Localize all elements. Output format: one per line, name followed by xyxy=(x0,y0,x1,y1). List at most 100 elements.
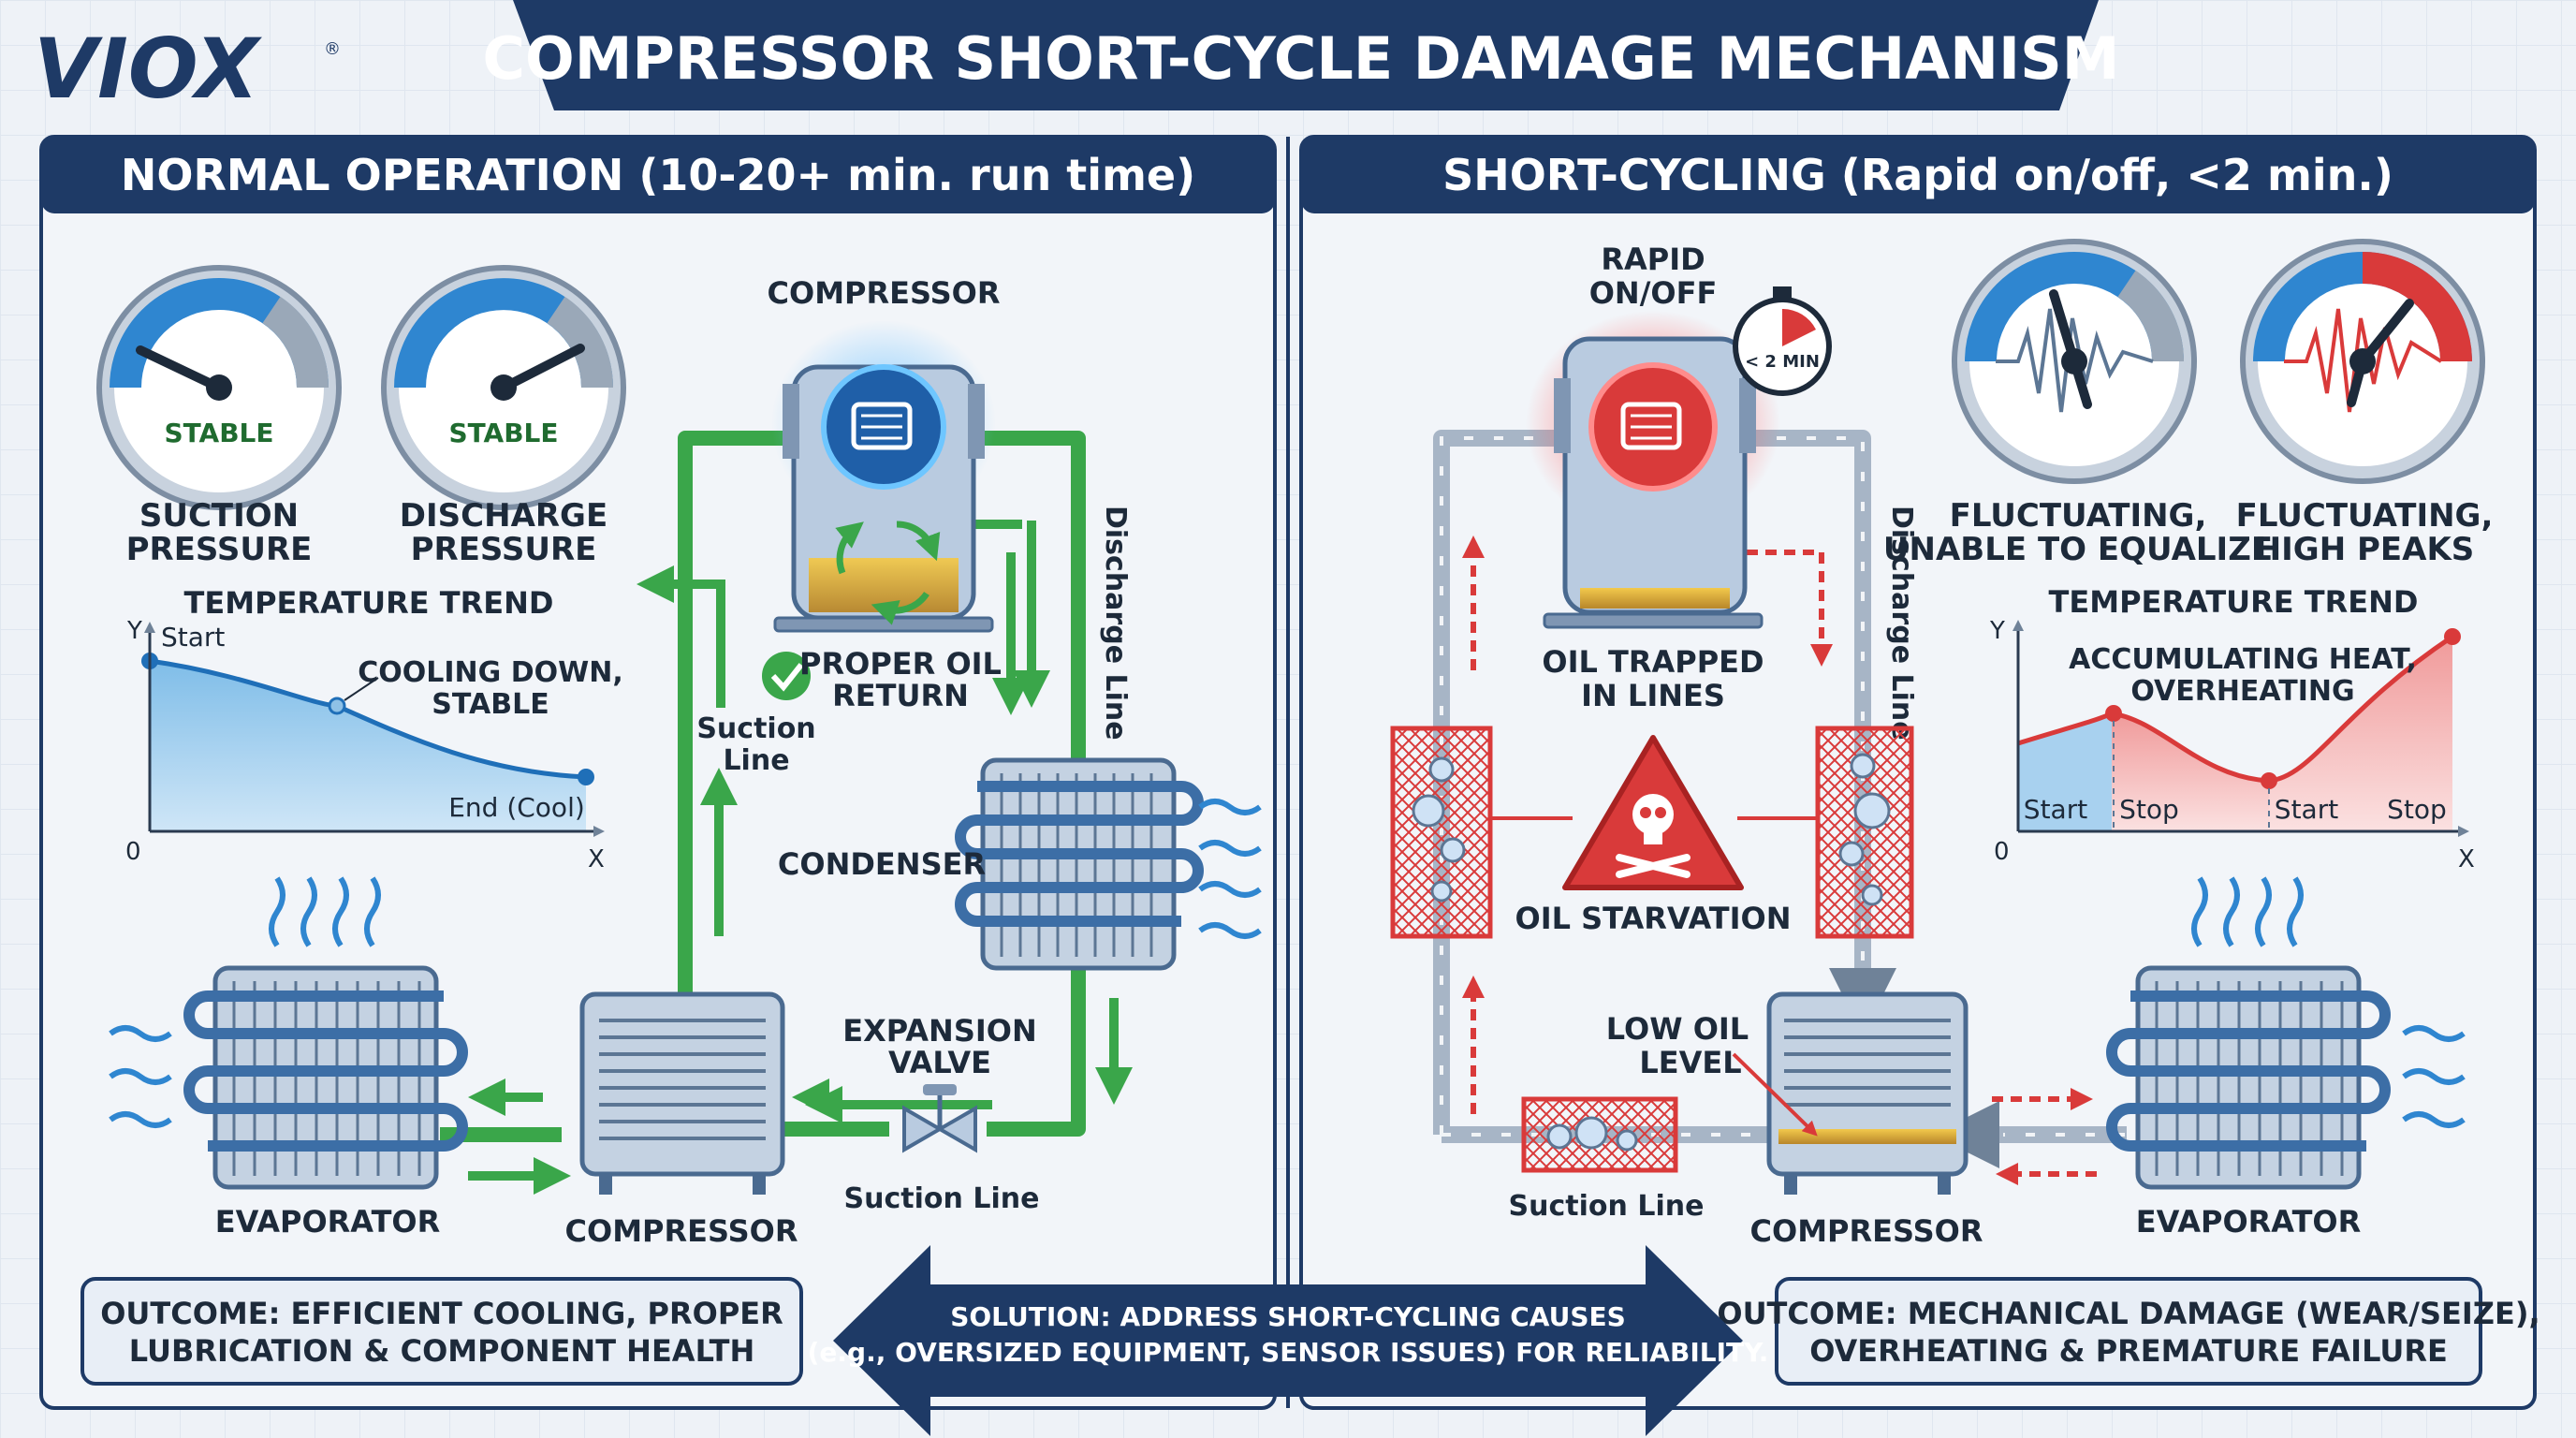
right-trend-x-axis: X xyxy=(2458,845,2475,873)
right-header-bar xyxy=(1301,137,2535,213)
right-evaporator-label: EVAPORATOR xyxy=(2136,1204,2361,1240)
left-trend-y-axis: Y xyxy=(126,617,142,645)
left-compressor-bottom-label: COMPRESSOR xyxy=(565,1213,798,1249)
left-suction-line-bottom-label: Suction Line xyxy=(844,1182,1040,1215)
left-trend-end-point xyxy=(578,769,594,785)
left-trend-area xyxy=(150,661,586,831)
left-outcome-line-1: OUTCOME: EFFICIENT COOLING, PROPER xyxy=(100,1296,783,1331)
right-trend-note-2: OVERHEATING xyxy=(2130,675,2354,708)
left-trend-start: Start xyxy=(161,622,225,653)
right-suction-line-label: Suction Line xyxy=(1509,1190,1705,1223)
low-oil-label-2: LEVEL xyxy=(1639,1045,1741,1080)
right-compressor-bottom-label: COMPRESSOR xyxy=(1750,1213,1983,1249)
solution-arrow xyxy=(833,1245,1743,1436)
suction-gauge-label: SUCTION xyxy=(139,497,299,535)
oil-trapped-label: OIL TRAPPED xyxy=(1542,644,1764,680)
right-outcome-box xyxy=(1775,1277,2482,1386)
left-trend-title: TEMPERATURE TREND xyxy=(184,585,554,621)
expansion-valve-label: EXPANSION xyxy=(842,1013,1037,1049)
rapid-label-2: ON/OFF xyxy=(1589,275,1718,311)
oil-trap-left xyxy=(1390,726,1493,939)
right-top-compressor xyxy=(1526,311,1780,629)
logo-text: VIOX xyxy=(34,21,263,117)
fluctuating-suction-gauge xyxy=(1952,239,2197,484)
right-flow-arrows xyxy=(1462,536,2097,1185)
fluctuating-suction-label: FLUCTUATING, xyxy=(1950,497,2207,535)
right-outcome-line-2: OVERHEATING & PREMATURE FAILURE xyxy=(1809,1333,2448,1369)
right-trend-tick-stop-1: Stop xyxy=(2119,794,2179,825)
right-outcome-line-1: OUTCOME: MECHANICAL DAMAGE (WEAR/SEIZE), xyxy=(1717,1296,2539,1331)
left-trend-mid-point xyxy=(328,697,346,715)
left-trend-chart: TEMPERATURE TREND Y 0 X Start COOLING DO… xyxy=(125,585,623,873)
right-bottom-compressor xyxy=(1766,991,1969,1195)
left-trend-x-axis: X xyxy=(588,845,605,873)
left-flow-arrows xyxy=(468,506,1133,1195)
oil-trap-right xyxy=(1815,726,1914,939)
left-suction-line-label-2: Line xyxy=(723,744,789,777)
left-outcome-line-2: LUBRICATION & COMPONENT HEALTH xyxy=(129,1333,755,1369)
left-compressor-top-label: COMPRESSOR xyxy=(768,275,1001,311)
stopwatch-icon: < 2 MIN xyxy=(1733,286,1832,396)
condenser-coil xyxy=(955,757,1262,971)
left-trend-origin: 0 xyxy=(125,838,141,866)
right-trend-peak-point-1 xyxy=(2105,705,2122,722)
viox-logo: VIOX ® xyxy=(34,21,341,117)
left-trend-mid-2: STABLE xyxy=(432,688,549,721)
left-evaporator-coil xyxy=(109,876,468,1190)
page-title: COMPRESSOR SHORT-CYCLE DAMAGE MECHANISM xyxy=(483,24,2120,93)
low-oil-label: LOW OIL xyxy=(1606,1011,1749,1047)
discharge-gauge-label-2: PRESSURE xyxy=(411,531,597,568)
left-discharge-line-label: Discharge Line xyxy=(1099,506,1132,741)
left-header-bar xyxy=(41,137,1275,213)
solution-line-2: (e.g., OVERSIZED EQUIPMENT, SENSOR ISSUE… xyxy=(808,1337,1769,1368)
check-icon xyxy=(762,652,811,700)
left-top-compressor xyxy=(771,320,996,633)
left-trend-mid-1: COOLING DOWN, xyxy=(358,656,622,689)
fluctuating-suction-label-2: UNABLE TO EQUALIZE xyxy=(1883,531,2273,568)
fluctuating-discharge-label-2: HIGH PEAKS xyxy=(2255,531,2475,568)
right-trend-tick-stop-2: Stop xyxy=(2387,794,2447,825)
solution-line-1: SOLUTION: ADDRESS SHORT-CYCLING CAUSES xyxy=(950,1301,1626,1332)
right-trend-note-1: ACCUMULATING HEAT, xyxy=(2069,643,2417,676)
right-trend-title: TEMPERATURE TREND xyxy=(2049,584,2419,620)
left-bottom-compressor xyxy=(579,991,785,1195)
left-trend-end: End (Cool) xyxy=(448,792,585,823)
oil-return-label: PROPER OIL xyxy=(799,646,1002,682)
right-trend-low-point xyxy=(2261,772,2277,789)
right-trend-tick-start-1: Start xyxy=(2024,794,2087,825)
right-trend-tick-start-2: Start xyxy=(2275,794,2338,825)
left-header: NORMAL OPERATION (10-20+ min. run time) xyxy=(121,150,1195,200)
oil-trap-bottom xyxy=(1521,1096,1678,1173)
oil-starvation-label: OIL STARVATION xyxy=(1515,901,1791,936)
right-trend-y-axis: Y xyxy=(1989,617,2005,645)
suction-gauge-label-2: PRESSURE xyxy=(126,531,313,568)
discharge-gauge-label: DISCHARGE xyxy=(400,497,607,535)
right-header: SHORT-CYCLING (Rapid on/off, <2 min.) xyxy=(1442,150,2393,200)
skull-warning-icon xyxy=(1562,735,1744,890)
right-trend-line xyxy=(2017,634,2454,784)
oil-trapped-label-2: IN LINES xyxy=(1581,678,1725,713)
oil-return-label-2: RETURN xyxy=(832,678,969,713)
right-trend-chart: TEMPERATURE TREND Y 0 X ACCUMULATING HEA… xyxy=(1989,584,2475,873)
logo-registered: ® xyxy=(324,39,341,59)
timer-text: < 2 MIN xyxy=(1745,352,1820,372)
right-trend-origin: 0 xyxy=(1994,838,2010,866)
discharge-status: STABLE xyxy=(448,418,558,448)
left-suction-line-label: Suction xyxy=(696,712,815,745)
suction-status: STABLE xyxy=(164,418,273,448)
rapid-label: RAPID xyxy=(1601,242,1705,277)
suction-gauge: STABLE xyxy=(96,265,342,510)
right-discharge-line-label: Discharge Line xyxy=(1885,506,1918,741)
fluctuating-discharge-gauge xyxy=(2240,239,2485,484)
expansion-valve-label-2: VALVE xyxy=(888,1045,991,1080)
fluctuating-discharge-label: FLUCTUATING, xyxy=(2236,497,2494,535)
condenser-label: CONDENSER xyxy=(778,846,986,882)
right-evaporator-coil xyxy=(2106,876,2466,1190)
expansion-valve-icon xyxy=(902,1084,977,1153)
title-banner: COMPRESSOR SHORT-CYCLE DAMAGE MECHANISM xyxy=(483,0,2120,110)
left-evaporator-label: EVAPORATOR xyxy=(215,1204,440,1240)
right-trend-peak-point-2 xyxy=(2444,628,2461,645)
discharge-gauge: STABLE xyxy=(381,265,626,510)
